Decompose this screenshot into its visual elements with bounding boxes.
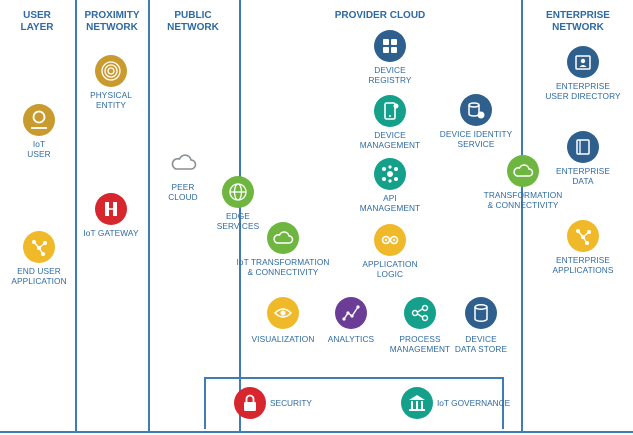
node-device-data-store: DEVICE DATA STORE: [426, 297, 536, 354]
label-physical-entity: PHYSICAL ENTITY: [90, 90, 132, 110]
governance-building-icon: [401, 387, 433, 419]
node-analytics: ANALYTICS: [296, 297, 406, 344]
person-icon: [23, 104, 55, 136]
node-enterprise-data: ENTERPRISE DATA: [528, 131, 633, 186]
label-iot-governance: IoT GOVERNANCE: [437, 398, 511, 408]
cloud-transform-icon: [507, 155, 539, 187]
process-flow-icon: [404, 297, 436, 329]
label-peer-cloud: PEER CLOUD: [168, 182, 198, 202]
analytics-line-icon: [335, 297, 367, 329]
column-title-enterprise-network: ENTERPRISE NETWORK: [546, 10, 610, 33]
label-api-management: API MANAGEMENT: [359, 193, 421, 213]
label-application-logic: APPLICATION LOGIC: [362, 259, 418, 279]
security-governance-box: [204, 377, 504, 429]
divider-provider-enterprise: [521, 0, 523, 433]
node-physical-entity: PHYSICAL ENTITY: [56, 55, 166, 110]
label-enterprise-data: ENTERPRISE DATA: [555, 166, 611, 186]
cloud-outline-icon: [167, 147, 199, 179]
fingerprint-icon: [95, 55, 127, 87]
lock-icon: [234, 387, 266, 419]
column-title-user-layer: USER LAYER: [20, 10, 54, 33]
column-title-public-network: PUBLIC NETWORK: [167, 10, 219, 33]
label-iot-user: IoT USER: [27, 139, 51, 159]
node-application-logic: APPLICATION LOGIC: [335, 224, 445, 279]
node-security: [234, 387, 266, 419]
label-device-management: DEVICE MANAGEMENT: [359, 130, 421, 150]
globe-icon: [222, 176, 254, 208]
node-end-user-application: END USER APPLICATION: [0, 231, 94, 286]
gateway-icon: [95, 193, 127, 225]
label-enterprise-applications: ENTERPRISE APPLICATIONS: [552, 255, 614, 275]
database-stack-icon: [374, 30, 406, 62]
eye-icon: [267, 297, 299, 329]
node-process-management: PROCESS MANAGEMENT: [365, 297, 475, 354]
label-device-registry: DEVICE REGISTRY: [368, 65, 412, 85]
column-title-proximity-network: PROXIMITY NETWORK: [84, 10, 140, 33]
data-book-icon: [567, 131, 599, 163]
label-transformation-connectivity-provider: TRANSFORMATION & CONNECTIVITY: [483, 190, 563, 210]
node-device-management: DEVICE MANAGEMENT: [335, 95, 445, 150]
label-iot-gateway: IoT GATEWAY: [83, 228, 139, 238]
node-api-management: API MANAGEMENT: [335, 158, 445, 213]
node-iot-user: IoT USER: [0, 104, 94, 159]
label-security: SECURITY: [270, 398, 312, 408]
api-nodes-icon: [374, 158, 406, 190]
cloud-iot-icon: [267, 222, 299, 254]
node-iot-gateway: IoT GATEWAY: [56, 193, 166, 238]
gears-icon: [374, 224, 406, 256]
node-device-registry: DEVICE REGISTRY: [335, 30, 445, 85]
node-enterprise-applications: ENTERPRISE APPLICATIONS: [528, 220, 633, 275]
divider-public-provider: [239, 0, 241, 433]
label-process-management: PROCESS MANAGEMENT: [389, 334, 451, 354]
node-iot-governance: [401, 387, 433, 419]
column-title-provider-cloud: PROVIDER CLOUD: [334, 10, 426, 21]
divider-proximity-public: [148, 0, 150, 433]
network-nodes-icon: [23, 231, 55, 263]
label-device-identity-service: DEVICE IDENTITY SERVICE: [439, 129, 513, 149]
bottom-divider: [0, 431, 633, 433]
node-enterprise-user-directory: ENTERPRISE USER DIRECTORY: [528, 46, 633, 101]
database-cylinder-icon: [465, 297, 497, 329]
mobile-device-icon: [374, 95, 406, 127]
node-edge-services: EDGE SERVICES: [183, 176, 293, 231]
divider-user-proximity: [75, 0, 77, 433]
user-directory-icon: [567, 46, 599, 78]
node-device-identity-service: DEVICE IDENTITY SERVICE: [421, 94, 531, 149]
label-visualization: VISUALIZATION: [251, 334, 315, 344]
node-transformation-connectivity-provider: TRANSFORMATION & CONNECTIVITY: [468, 155, 578, 210]
identity-database-icon: [460, 94, 492, 126]
label-edge-services: EDGE SERVICES: [216, 211, 260, 231]
label-device-data-store: DEVICE DATA STORE: [454, 334, 508, 354]
node-iot-transformation-connectivity: IoT TRANSFORMATION & CONNECTIVITY: [228, 222, 338, 277]
label-enterprise-user-directory: ENTERPRISE USER DIRECTORY: [545, 81, 621, 101]
label-end-user-application: END USER APPLICATION: [11, 266, 67, 286]
label-analytics: ANALYTICS: [327, 334, 375, 344]
node-visualization: VISUALIZATION: [228, 297, 338, 344]
network-nodes-icon: [567, 220, 599, 252]
node-peer-cloud: PEER CLOUD: [128, 147, 238, 202]
label-iot-transformation-connectivity: IoT TRANSFORMATION & CONNECTIVITY: [236, 257, 330, 277]
